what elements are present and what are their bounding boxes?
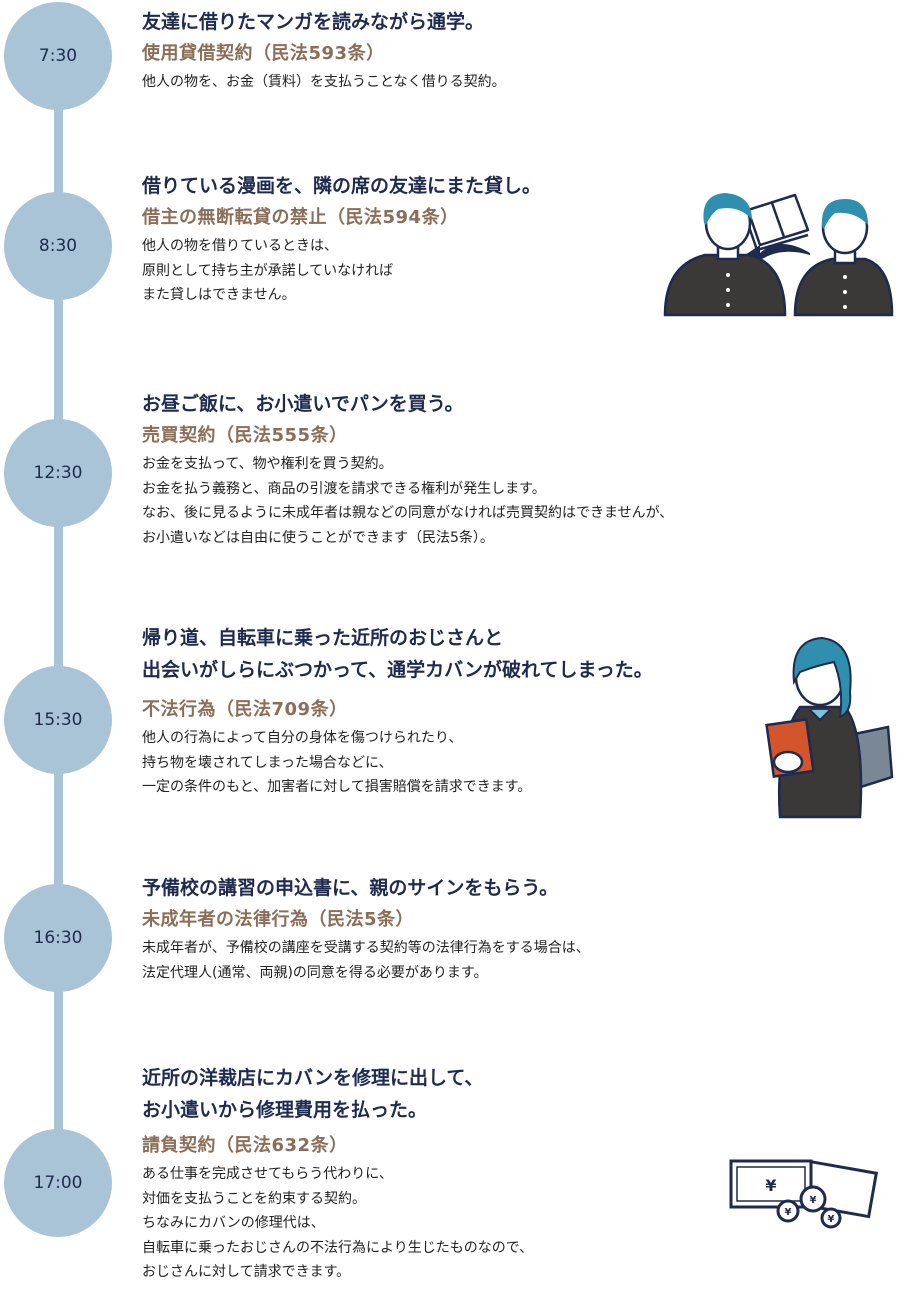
body-line: 原則として持ち主が承諾していなければ xyxy=(142,262,394,279)
students-lending-book-illustration xyxy=(663,193,894,317)
entry-title: 近所の洋裁店にカバンを修理に出して、 xyxy=(142,1067,484,1089)
law-heading: 借主の無断転貸の禁止（民法594条） xyxy=(142,207,459,228)
yen-coin-symbol: ¥ xyxy=(810,1195,817,1206)
entry-title: お小遣いから修理費用を払った。 xyxy=(142,1099,428,1121)
law-heading: 売買契約（民法555条） xyxy=(142,425,348,446)
timeline-line xyxy=(54,55,63,1185)
timeline-entry-3: お昼ご飯に、お小遣いでパンを買う。 売買契約（民法555条） お金を支払って、物… xyxy=(142,388,892,550)
time-marker-4: 15:30 xyxy=(4,666,112,774)
yen-symbol: ¥ xyxy=(765,1176,776,1195)
timeline-entry-2: 借りている漫画を、隣の席の友達にまた貸し。 借主の無断転貸の禁止（民法594条）… xyxy=(142,170,892,308)
body-line: お小遣いなどは自由に使うことができます（民法5条）。 xyxy=(142,529,494,546)
body-line: お金を払う義務と、商品の引渡を請求できる権利が発生します。 xyxy=(142,480,546,497)
entry-title: 予備校の講習の申込書に、親のサインをもらう。 xyxy=(142,877,559,899)
time-marker-1: 7:30 xyxy=(4,2,112,110)
body-line: 自転車に乗ったおじさんの不法行為により生じたものなので、 xyxy=(142,1239,534,1256)
body-line: 未成年者が、予備校の講座を受講する契約等の法律行為をする場合は、 xyxy=(142,940,590,956)
body-line: 一定の条件のもと、加害者に対して損害賠償を請求できます。 xyxy=(142,779,532,795)
student-with-bag-illustration xyxy=(765,636,894,819)
law-heading: 不法行為（民法709条） xyxy=(142,699,348,720)
entry-title: 帰り道、自転車に乗った近所のおじさんと xyxy=(142,627,504,649)
time-marker-2: 8:30 xyxy=(4,192,112,300)
body-line: また貸しはできません。 xyxy=(142,287,296,303)
body-line: おじさんに対して請求できます。 xyxy=(142,1264,351,1280)
timeline-entry-6: 近所の洋裁店にカバンを修理に出して、 お小遣いから修理費用を払った。 請負契約（… xyxy=(142,1062,892,1285)
timeline-entry-1: 友達に借りたマンガを読みながら通学。 使用貸借契約（民法593条） 他人の物を、… xyxy=(142,6,892,95)
timeline-entry-5: 予備校の講習の申込書に、親のサインをもらう。 未成年者の法律行為（民法5条） 未… xyxy=(142,872,892,985)
yen-coin-symbol: ¥ xyxy=(785,1207,792,1218)
body-line: なお、後に見るように未成年者は親などの同意がなければ売買契約はできませんが、 xyxy=(142,505,674,521)
time-marker-3: 12:30 xyxy=(4,419,112,527)
entry-title: 出会いがしらにぶつかって、通学カバンが破れてしまった。 xyxy=(142,659,653,681)
body-line: 他人の行為によって自分の身体を傷つけられたり、 xyxy=(142,730,463,746)
body-line: ちなみにカバンの修理代は、 xyxy=(142,1215,325,1231)
body-line: 持ち物を壊されてしまった場合などに、 xyxy=(142,754,393,771)
timeline-entry-4: 帰り道、自転車に乗った近所のおじさんと 出会いがしらにぶつかって、通学カバンが破… xyxy=(142,622,892,800)
body-line: 対価を支払うことを約束する契約。 xyxy=(142,1190,366,1207)
entry-title: 借りている漫画を、隣の席の友達にまた貸し。 xyxy=(142,175,542,197)
body-line: ある仕事を完成させてもらう代わりに、 xyxy=(142,1166,393,1182)
body-line: 法定代理人(通常、両親)の同意を得る必要があります。 xyxy=(142,964,488,981)
yen-coin-symbol: ¥ xyxy=(828,1214,835,1225)
law-heading: 未成年者の法律行為（民法5条） xyxy=(142,909,415,930)
body-line: 他人の物を借りているときは、 xyxy=(142,238,338,254)
money-illustration: ¥ ¥ ¥ ¥ xyxy=(729,1159,879,1229)
law-heading: 使用貸借契約（民法593条） xyxy=(142,43,385,64)
body-line: お金を支払って、物や権利を買う契約。 xyxy=(142,456,393,472)
entry-title: お昼ご飯に、お小遣いでパンを買う。 xyxy=(142,393,464,415)
time-marker-6: 17:00 xyxy=(4,1129,112,1237)
body-line: 他人の物を、お金（賃料）を支払うことなく借りる契約。 xyxy=(142,74,506,90)
law-heading: 請負契約（民法632条） xyxy=(142,1135,348,1156)
entry-title: 友達に借りたマンガを読みながら通学。 xyxy=(142,11,485,33)
time-marker-5: 16:30 xyxy=(4,884,112,992)
